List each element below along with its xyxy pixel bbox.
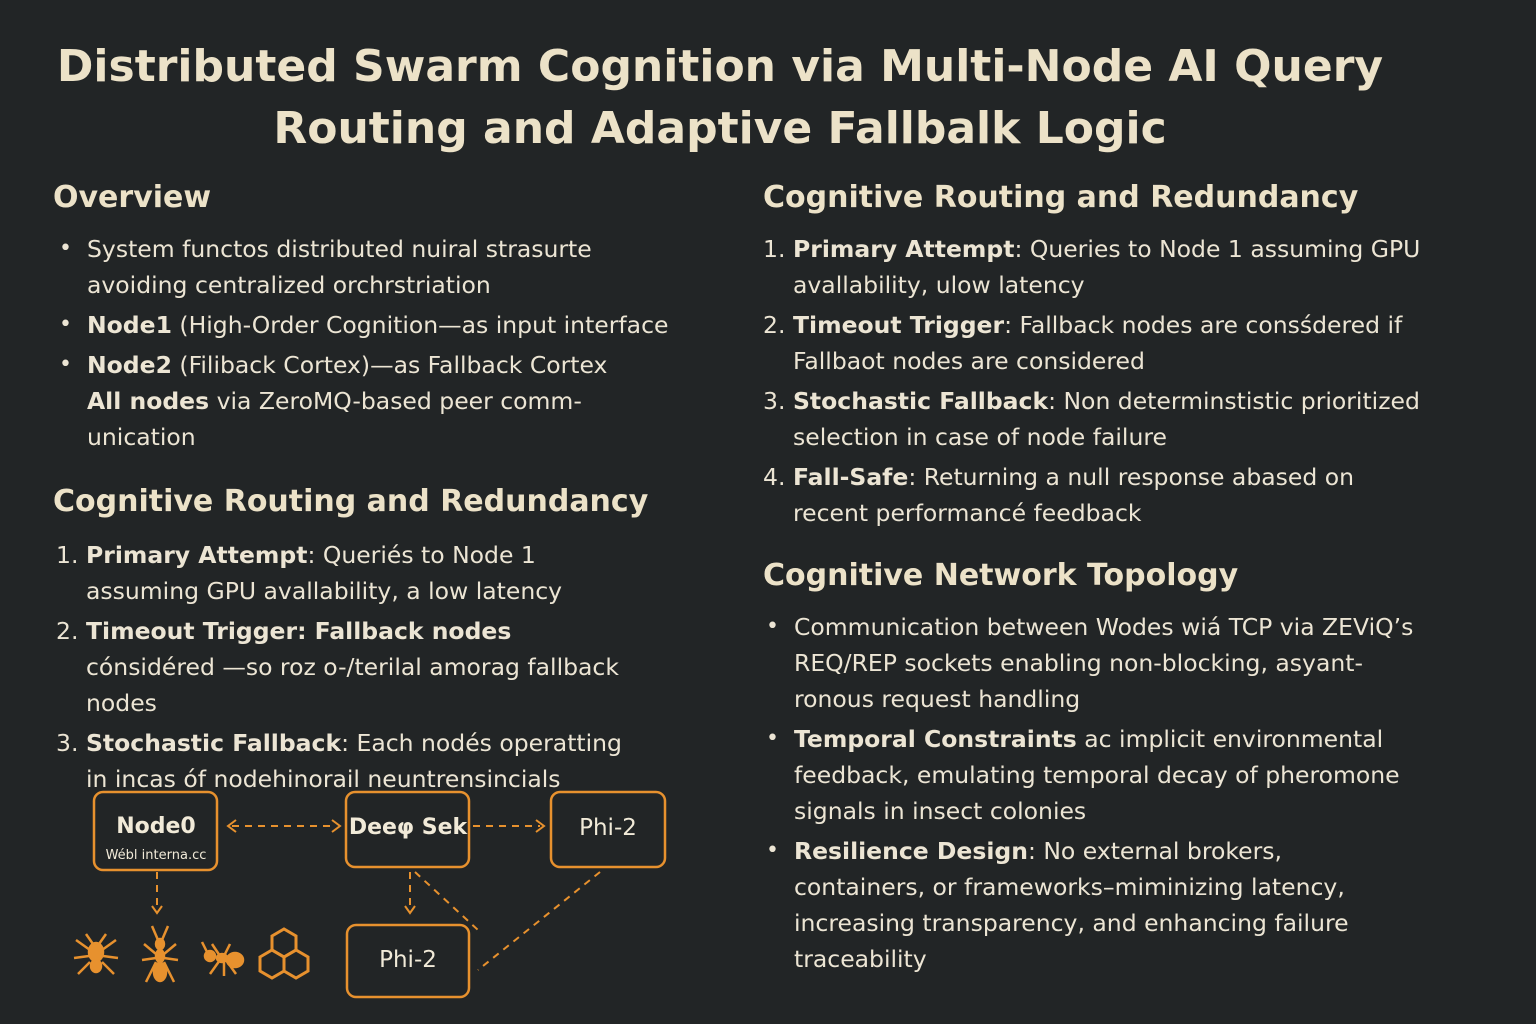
list-item: 3. Stochastic Fallback: Non determinstis… <box>763 387 1420 451</box>
bullet-icon: • <box>59 236 72 261</box>
title-line-2: Routing and Adaptive Fallbalk Logic <box>273 103 1167 154</box>
topology-diagram: Node0 Wébl interna.cc Deeφ Sek Phi-2 Phi… <box>73 790 667 999</box>
list-item: 1. Primary Attempt: Queries to Node 1 as… <box>763 235 1421 299</box>
phi2-bottom-box: Phi-2 <box>345 923 471 999</box>
phi2-right-label: Phi-2 <box>579 815 637 841</box>
bullet-icon: • <box>59 312 72 337</box>
left-routing-list: 1. Primary Attempt: Queriés to Node 1 as… <box>56 537 646 797</box>
phi2-bottom-label: Phi-2 <box>379 947 437 973</box>
bullet-icon: • <box>766 726 779 751</box>
connector-phi2-link <box>477 871 601 971</box>
bullet-icon: • <box>766 838 779 863</box>
connector-deepsek-phi2 <box>473 819 546 833</box>
deepsek-box: Deeφ Sek <box>344 790 471 869</box>
ant-icon <box>141 925 179 983</box>
ant-icon <box>73 933 119 975</box>
honeycomb-icon <box>258 927 310 980</box>
node0-label: Node0 <box>116 814 196 839</box>
list-item: • Resilience Design: No external brokers… <box>766 833 1414 977</box>
list-item: 2. Timeout Trigger: Fallback nodes are c… <box>763 311 1403 375</box>
connector-deepsek-phi2-bottom <box>404 872 416 915</box>
overview-list: • System functos distributed nuiral stra… <box>59 231 687 455</box>
connector-node0-deepsek <box>226 819 342 833</box>
page-title: Distributed Swarm Cognition via Multi-No… <box>0 36 1440 160</box>
connector-diagonal <box>414 871 479 931</box>
overview-heading: Overview <box>53 180 212 215</box>
list-item: • Temporal Constraints ac implicit envir… <box>766 721 1414 829</box>
right-routing-list: 1. Primary Attempt: Queries to Node 1 as… <box>763 231 1433 531</box>
list-item: • Node2 (Filiback Cortex)—as Fallback Co… <box>59 347 687 383</box>
overview-note: All nodes via ZeroMQ-based peer comm-uni… <box>87 387 582 451</box>
bullet-icon: • <box>59 352 72 377</box>
deepsek-label: Deeφ Sek <box>349 815 469 840</box>
list-item: 4. Fall-Safe: Returning a null response … <box>763 463 1354 527</box>
connector-node0-swarm <box>151 872 163 915</box>
bullet-icon: • <box>766 614 779 639</box>
list-item: 3. Stochastic Fallback: Each nodés opera… <box>56 729 622 793</box>
list-item: • Communication between Wodes wiá TCP vi… <box>766 609 1414 717</box>
topology-list: • Communication between Wodes wiá TCP vi… <box>766 609 1414 977</box>
list-item: • System functos distributed nuiral stra… <box>59 231 687 303</box>
list-item: 2. Timeout Trigger: Fallback nodes cónsi… <box>56 617 619 717</box>
topology-heading: Cognitive Network Topology <box>763 558 1239 593</box>
title-line-1: Distributed Swarm Cognition via Multi-No… <box>56 41 1384 92</box>
node0-box: Node0 Wébl interna.cc <box>92 790 219 872</box>
node0-sub: Wébl interna.cc <box>106 848 207 863</box>
list-item: 1. Primary Attempt: Queriés to Node 1 as… <box>56 541 563 605</box>
right-routing-heading: Cognitive Routing and Redundancy <box>763 180 1359 215</box>
ant-icon <box>200 941 245 976</box>
list-item: • Node1 (High-Order Cognition—as input i… <box>59 307 687 343</box>
phi2-right-box: Phi-2 <box>549 790 667 869</box>
left-routing-heading: Cognitive Routing and Redundancy <box>53 484 649 519</box>
